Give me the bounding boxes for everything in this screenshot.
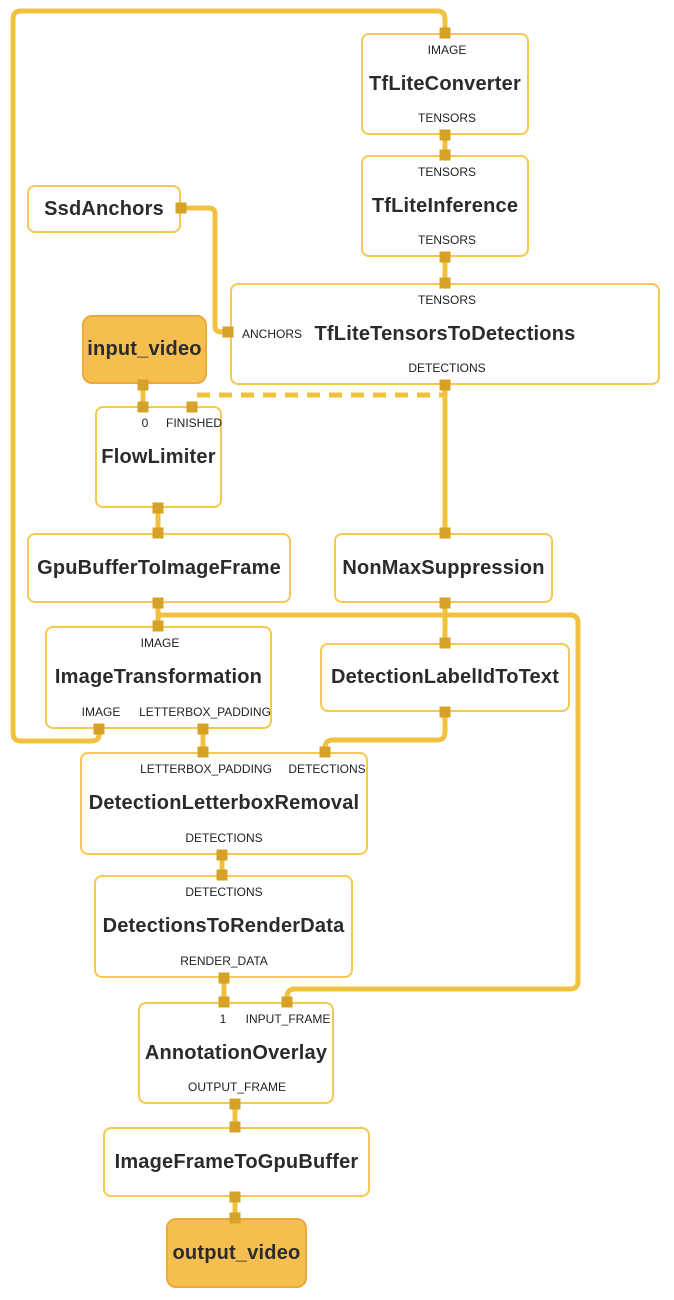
node-title: DetectionLabelIdToText <box>330 666 560 688</box>
node-non-max-suppression[interactable]: NonMaxSuppression <box>334 533 553 603</box>
node-title: DetectionsToRenderData <box>102 915 345 937</box>
node-tflite-tensors-to-detections[interactable]: TENSORS ANCHORS TfLiteTensorsToDetection… <box>230 283 660 385</box>
port-label-image-out: IMAGE <box>81 705 121 719</box>
node-tflite-inference[interactable]: TENSORS TfLiteInference TENSORS <box>361 155 529 257</box>
port-label-render-data-out: RENDER_DATA <box>180 954 268 968</box>
node-input-video[interactable]: input_video <box>82 315 207 384</box>
node-output-video[interactable]: output_video <box>166 1218 307 1288</box>
node-detection-letterbox-removal[interactable]: LETTERBOX_PADDING DETECTIONS DetectionLe… <box>80 752 368 855</box>
node-image-frame-to-gpu-buffer[interactable]: ImageFrameToGpuBuffer <box>103 1127 370 1197</box>
node-detection-label-id-to-text[interactable]: DetectionLabelIdToText <box>320 643 570 712</box>
node-title: ImageTransformation <box>54 666 263 688</box>
node-title: input_video <box>87 338 202 360</box>
node-title: GpuBufferToImageFrame <box>37 556 281 579</box>
node-title: TfLiteTensorsToDetections <box>314 322 576 345</box>
port-label-detections-out: DETECTIONS <box>408 361 486 375</box>
node-annotation-overlay[interactable]: 1 INPUT_FRAME AnnotationOverlay OUTPUT_F… <box>138 1002 334 1104</box>
node-gpu-buffer-to-image-frame[interactable]: GpuBufferToImageFrame <box>27 533 291 603</box>
node-title: DetectionLetterboxRemoval <box>88 792 360 814</box>
node-title: output_video <box>172 1241 301 1264</box>
port-label-letterbox-padding-in: LETTERBOX_PADDING <box>140 762 272 776</box>
port-label-1-in: 1 <box>219 1012 227 1026</box>
port-label-anchors-in: ANCHORS <box>242 327 303 341</box>
node-title: TfLiteConverter <box>369 72 521 95</box>
port-label-tensors-out: TENSORS <box>417 111 477 125</box>
port-label-letterbox-padding-out: LETTERBOX_PADDING <box>139 705 271 719</box>
port-label-image-in: IMAGE <box>140 636 180 650</box>
node-title: SsdAnchors <box>44 197 164 220</box>
port-label-input-frame-in: INPUT_FRAME <box>245 1012 331 1026</box>
edge-labelidtotext-to-letterboxremoval <box>322 710 448 754</box>
node-title: ImageFrameToGpuBuffer <box>114 1150 359 1173</box>
node-title: AnnotationOverlay <box>144 1041 328 1064</box>
port-label-finished-in: FINISHED <box>165 416 223 430</box>
node-title: TfLiteInference <box>371 194 519 217</box>
node-ssd-anchors[interactable]: SsdAnchors <box>27 185 181 233</box>
edge-ssdanchors-to-anchors <box>179 205 230 335</box>
port-label-detections-in: DETECTIONS <box>288 762 366 776</box>
port-label-0-in: 0 <box>141 416 149 430</box>
port-label-tensors-in: TENSORS <box>417 165 477 179</box>
port-label-image-in: IMAGE <box>427 43 467 57</box>
node-tflite-converter[interactable]: IMAGE TfLiteConverter TENSORS <box>361 33 529 135</box>
port-label-output-frame-out: OUTPUT_FRAME <box>187 1080 287 1094</box>
port-label-detections-in: DETECTIONS <box>185 885 263 899</box>
node-flow-limiter[interactable]: 0 FINISHED FlowLimiter <box>95 406 222 508</box>
port-label-tensors-out: TENSORS <box>417 233 477 247</box>
node-title: FlowLimiter <box>101 445 216 468</box>
node-detections-to-render-data[interactable]: DETECTIONS DetectionsToRenderData RENDER… <box>94 875 353 978</box>
port-label-tensors-in: TENSORS <box>417 293 477 307</box>
port-label-detections-out: DETECTIONS <box>185 831 263 845</box>
node-image-transformation[interactable]: IMAGE ImageTransformation IMAGE LETTERBO… <box>45 626 272 729</box>
node-title: NonMaxSuppression <box>342 556 545 579</box>
